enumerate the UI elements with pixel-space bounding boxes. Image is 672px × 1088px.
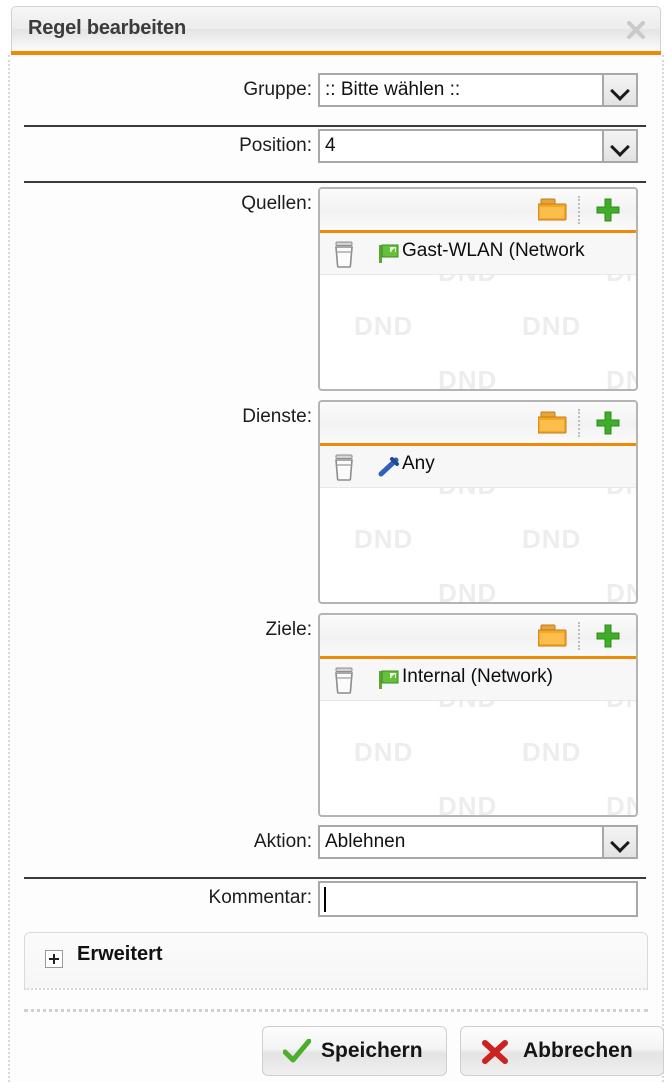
gruppe-value: :: Bitte wählen ::	[325, 79, 461, 100]
form-row-ziele: Ziele:	[10, 613, 662, 819]
gruppe-label: Gruppe:	[243, 79, 312, 100]
dienste-toolbar	[320, 402, 636, 446]
network-flag-icon	[378, 244, 400, 269]
folder-icon[interactable]	[537, 623, 568, 654]
watermark-text: DND	[606, 578, 636, 604]
quellen-toolbar	[320, 189, 636, 233]
trash-icon[interactable]	[332, 241, 356, 273]
trash-icon[interactable]	[332, 667, 356, 699]
dienste-label: Dienste:	[242, 406, 312, 427]
watermark-text: DND	[438, 578, 498, 604]
row-divider	[24, 125, 646, 127]
cancel-button[interactable]: Abbrechen	[460, 1026, 664, 1076]
watermark-text: DND	[438, 791, 498, 817]
watermark-text: DND	[522, 311, 582, 341]
form-row-quellen: Quellen:	[10, 187, 662, 393]
ziele-toolbar	[320, 615, 636, 659]
plus-icon[interactable]	[594, 409, 622, 442]
aktion-label: Aktion:	[253, 831, 312, 852]
list-item-label: Gast-WLAN (Network	[402, 240, 585, 261]
position-select[interactable]: 4	[318, 129, 638, 163]
chevron-down-icon[interactable]	[602, 75, 636, 105]
service-plug-icon	[378, 457, 400, 482]
list-item-label: Any	[402, 453, 435, 474]
aktion-select[interactable]: Ablehnen	[318, 825, 638, 859]
watermark-text: DND	[354, 311, 414, 341]
plus-icon[interactable]	[594, 196, 622, 229]
list-item[interactable]: Internal (Network)	[320, 659, 636, 701]
quellen-label: Quellen:	[241, 193, 312, 214]
ziele-label: Ziele:	[265, 619, 312, 640]
advanced-section-label: Erweitert	[77, 943, 163, 965]
advanced-section-toggle[interactable]: Erweitert	[24, 932, 648, 990]
chevron-down-icon[interactable]	[602, 131, 636, 161]
plus-box-icon[interactable]	[45, 950, 63, 968]
quellen-objectbox: DND DND DND DND DND DND	[318, 187, 638, 391]
kommentar-label: Kommentar:	[208, 887, 312, 908]
watermark-text: DND	[606, 791, 636, 817]
form-row-position: Position: 4	[10, 129, 662, 169]
dialog-titlebar: Regel bearbeiten	[11, 6, 661, 51]
watermark-text: DND	[522, 737, 582, 767]
watermark-text: DND	[522, 524, 582, 554]
chevron-down-icon[interactable]	[602, 827, 636, 857]
position-value: 4	[325, 135, 336, 156]
form-row-dienste: Dienste:	[10, 400, 662, 606]
watermark-text: DND	[606, 365, 636, 391]
dienste-objectbox: DND DND DND DND DND DND	[318, 400, 638, 604]
trash-icon[interactable]	[332, 454, 356, 486]
save-button-label: Speichern	[321, 1039, 423, 1062]
toolbar-separator	[578, 409, 580, 437]
text-caret	[324, 887, 326, 912]
title-accent-rule	[11, 51, 661, 55]
position-label: Position:	[239, 135, 312, 156]
folder-icon[interactable]	[537, 410, 568, 441]
form-row-aktion: Aktion: Ablehnen	[10, 825, 662, 865]
dialog-body: Gruppe: :: Bitte wählen :: Position: 4 Q…	[8, 55, 664, 1082]
x-icon	[481, 1039, 509, 1070]
list-item[interactable]: Gast-WLAN (Network	[320, 233, 636, 275]
row-divider	[24, 877, 646, 879]
close-icon[interactable]	[622, 16, 650, 44]
check-icon	[282, 1038, 312, 1070]
gruppe-select[interactable]: :: Bitte wählen ::	[318, 73, 638, 107]
row-divider	[24, 181, 646, 183]
form-row-gruppe: Gruppe: :: Bitte wählen ::	[10, 73, 662, 113]
footer-divider	[24, 1009, 648, 1012]
toolbar-separator	[578, 622, 580, 650]
form-row-kommentar: Kommentar:	[10, 881, 662, 921]
cancel-button-label: Abbrechen	[523, 1039, 633, 1062]
list-item-label: Internal (Network)	[402, 666, 553, 687]
toolbar-separator	[578, 196, 580, 224]
kommentar-input[interactable]	[318, 881, 638, 917]
watermark-text: DND	[438, 365, 498, 391]
list-item[interactable]: Any	[320, 446, 636, 488]
aktion-value: Ablehnen	[325, 831, 406, 852]
plus-icon[interactable]	[594, 622, 622, 655]
ziele-objectbox: DND DND DND DND DND DND	[318, 613, 638, 817]
dialog-title: Regel bearbeiten	[28, 17, 186, 39]
network-flag-icon	[378, 670, 400, 695]
watermark-text: DND	[354, 737, 414, 767]
folder-icon[interactable]	[537, 197, 568, 228]
save-button[interactable]: Speichern	[262, 1026, 447, 1076]
edit-rule-dialog: Regel bearbeiten Gruppe: :: Bitte wählen…	[8, 6, 664, 1082]
watermark-text: DND	[354, 524, 414, 554]
